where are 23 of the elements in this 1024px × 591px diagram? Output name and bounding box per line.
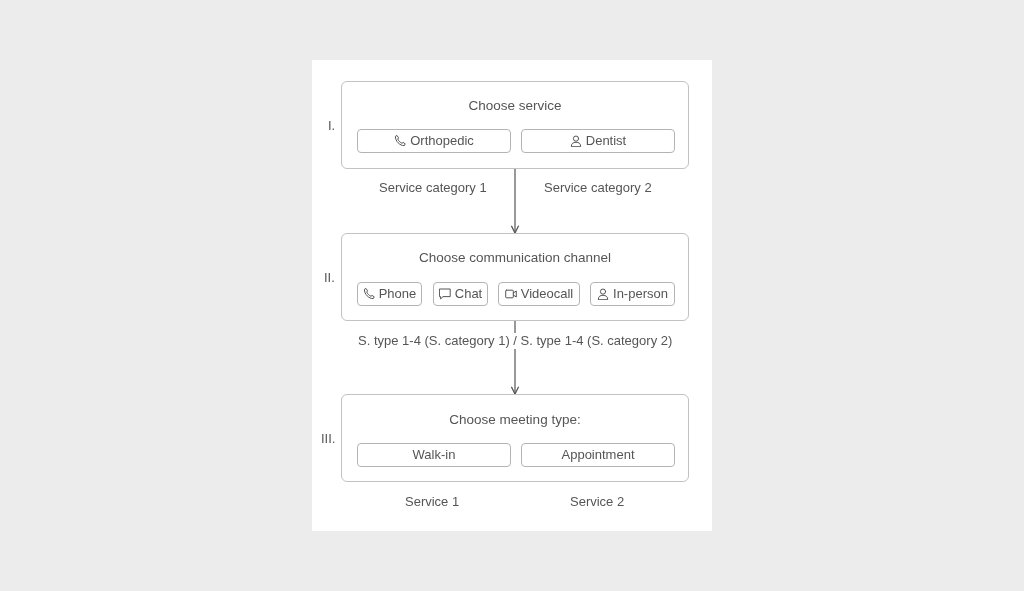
result-label: S. type 1-4 (S. category 1) / S. type 1-4 (S. category 2) [356, 333, 675, 349]
panel-heading: Choose service [467, 98, 563, 114]
arrow [510, 168, 520, 234]
result-label: Service 1 [405, 494, 460, 510]
option-button: In-person [590, 282, 675, 306]
step-number: III. [321, 431, 336, 447]
option-button: Phone [357, 282, 422, 306]
panel-heading: Choose communication channel [417, 250, 613, 266]
option-button: Chat [433, 282, 488, 306]
option-button: Dentist [521, 129, 675, 153]
step-panel [341, 81, 689, 169]
step-panel [341, 394, 689, 482]
result-label: Service category 1 [379, 180, 487, 196]
option-button: Orthopedic [357, 129, 511, 153]
panel-heading: Choose meeting type: [448, 412, 582, 428]
option-button: Walk-in [357, 443, 511, 467]
step-panel [341, 233, 689, 321]
option-button: Videocall [498, 282, 580, 306]
option-button: Appointment [521, 443, 675, 467]
step-number: I. [328, 118, 336, 134]
result-label: Service category 2 [544, 180, 652, 196]
result-label: Service 2 [570, 494, 625, 510]
step-number: II. [324, 270, 335, 286]
